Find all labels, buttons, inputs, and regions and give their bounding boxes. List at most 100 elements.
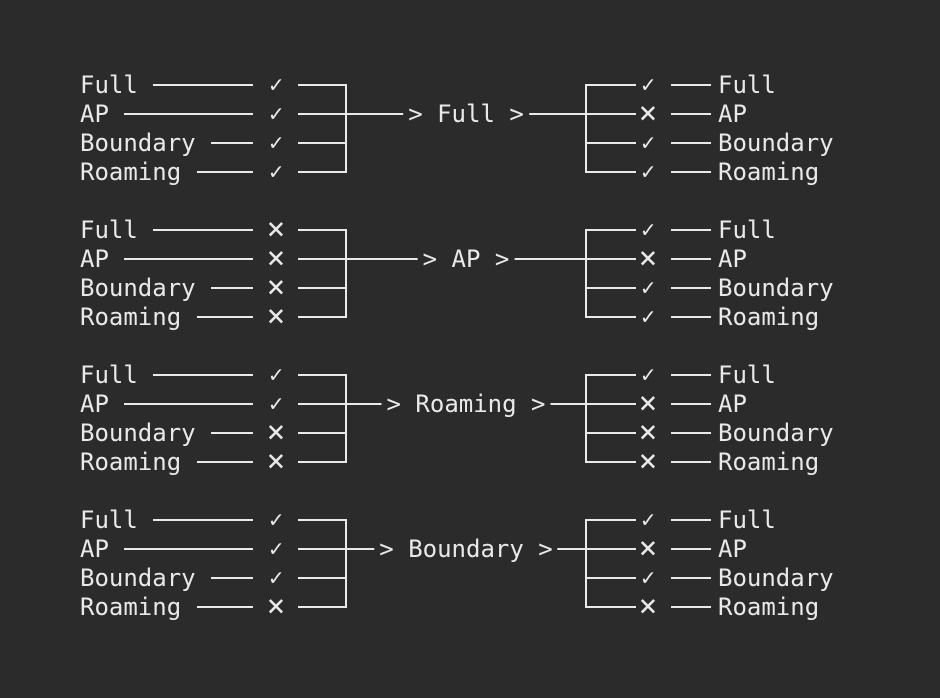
check-icon: ✓: [269, 362, 283, 388]
state-label: AP: [718, 100, 747, 128]
left-bracket-vline: [345, 519, 347, 608]
connector-line: [196, 316, 253, 318]
connector-line: [585, 316, 636, 318]
cross-icon: ×: [266, 240, 286, 276]
state-label: Boundary: [718, 419, 834, 447]
connector-line: [585, 577, 636, 579]
connector-line: [298, 171, 347, 173]
connector-line: [298, 229, 347, 231]
state-label: AP: [80, 390, 109, 418]
state-label: Boundary: [80, 274, 196, 302]
connector-line: [671, 258, 711, 260]
left-bracket-vline: [345, 84, 347, 173]
connector-line: [124, 403, 253, 405]
check-icon: ✓: [269, 101, 283, 127]
connector-line: [124, 258, 253, 260]
connector-line: [585, 229, 636, 231]
connector-line: [671, 171, 711, 173]
check-icon: ✓: [641, 217, 655, 243]
state-label: Full: [80, 361, 138, 389]
state-label: Boundary: [718, 274, 834, 302]
check-icon: ✓: [641, 362, 655, 388]
state-label: Full: [718, 506, 776, 534]
connector-line: [585, 403, 636, 405]
connector-line: [585, 519, 636, 521]
check-icon: ✓: [269, 72, 283, 98]
transition-state-label: > Roaming >: [381, 389, 551, 419]
cross-icon: ×: [638, 95, 658, 131]
state-label: AP: [80, 245, 109, 273]
state-label: Boundary: [80, 419, 196, 447]
state-label: Full: [80, 216, 138, 244]
connector-line: [298, 461, 347, 463]
connector-line: [671, 113, 711, 115]
connector-line: [196, 171, 253, 173]
connector-line: [211, 432, 253, 434]
check-icon: ✓: [269, 536, 283, 562]
connector-line: [298, 577, 347, 579]
connector-line: [196, 461, 253, 463]
connector-line: [124, 113, 253, 115]
check-icon: ✓: [269, 159, 283, 185]
connector-line: [298, 606, 347, 608]
connector-line: [298, 374, 347, 376]
left-bracket-vline: [345, 229, 347, 318]
state-label: Boundary: [80, 129, 196, 157]
connector-line: [671, 432, 711, 434]
transition-state-label: > Full >: [403, 99, 529, 129]
state-label: Full: [80, 71, 138, 99]
state-label: Roaming: [80, 448, 182, 476]
connector-line: [585, 287, 636, 289]
left-bracket-vline: [345, 374, 347, 463]
check-icon: ✓: [269, 130, 283, 156]
state-label: AP: [718, 245, 747, 273]
state-label: Roaming: [718, 303, 820, 331]
connector-line: [196, 606, 253, 608]
cross-icon: ×: [266, 414, 286, 450]
connector-line: [671, 461, 711, 463]
cross-icon: ×: [266, 211, 286, 247]
state-label: Full: [718, 71, 776, 99]
right-bracket-vline: [585, 374, 587, 463]
state-label: AP: [80, 100, 109, 128]
state-label: AP: [718, 535, 747, 563]
check-icon: ✓: [641, 565, 655, 591]
state-label: Full: [718, 216, 776, 244]
cross-icon: ×: [638, 588, 658, 624]
connector-line: [671, 519, 711, 521]
check-icon: ✓: [641, 275, 655, 301]
state-label: Full: [718, 361, 776, 389]
connector-line: [585, 606, 636, 608]
state-label: Full: [80, 506, 138, 534]
cross-icon: ×: [266, 298, 286, 334]
connector-line: [585, 374, 636, 376]
cross-icon: ×: [638, 240, 658, 276]
right-bracket-vline: [585, 84, 587, 173]
connector-line: [585, 258, 636, 260]
cross-icon: ×: [266, 588, 286, 624]
connector-line: [153, 374, 253, 376]
connector-line: [298, 519, 347, 521]
connector-line: [671, 142, 711, 144]
connector-line: [585, 548, 636, 550]
connector-line: [298, 432, 347, 434]
state-label: AP: [718, 390, 747, 418]
check-icon: ✓: [641, 304, 655, 330]
connector-line: [298, 142, 347, 144]
connector-line: [671, 84, 711, 86]
check-icon: ✓: [641, 507, 655, 533]
connector-line: [585, 142, 636, 144]
check-icon: ✓: [269, 507, 283, 533]
state-label: Boundary: [718, 564, 834, 592]
connector-line: [585, 84, 636, 86]
right-bracket-vline: [585, 229, 587, 318]
state-label: Boundary: [80, 564, 196, 592]
connector-line: [671, 606, 711, 608]
connector-line: [671, 316, 711, 318]
check-icon: ✓: [641, 130, 655, 156]
connector-line: [671, 577, 711, 579]
connector-line: [298, 316, 347, 318]
